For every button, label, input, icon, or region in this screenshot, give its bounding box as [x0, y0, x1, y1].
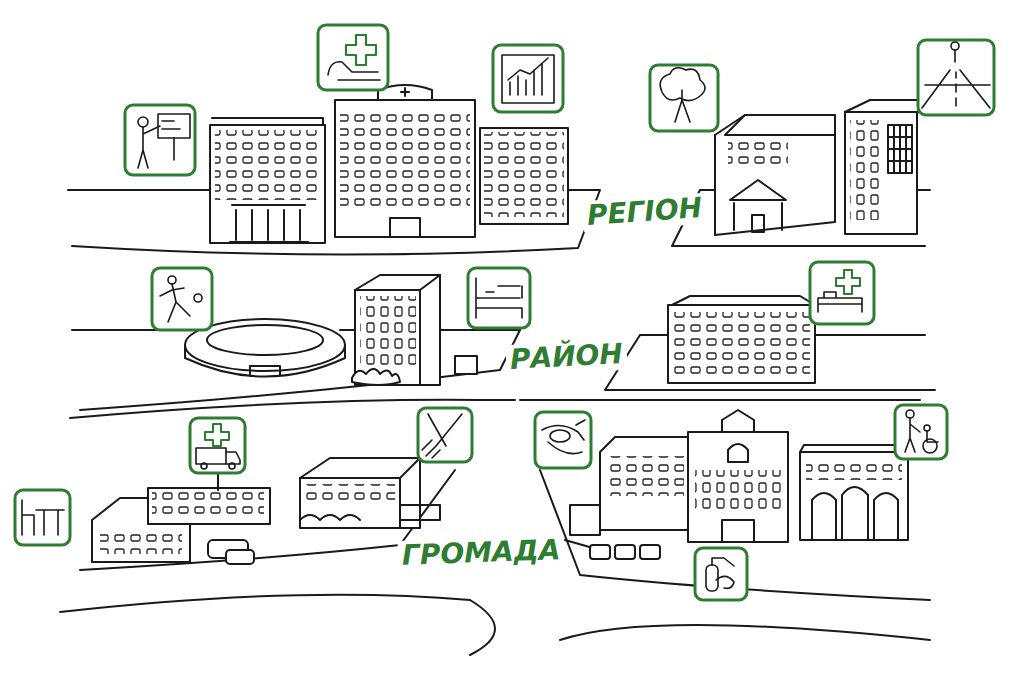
tier-label: РАЙОН: [505, 339, 627, 376]
tier-label: ГРОМАДА: [398, 535, 565, 572]
tier-label: РЕГІОН: [582, 193, 707, 232]
